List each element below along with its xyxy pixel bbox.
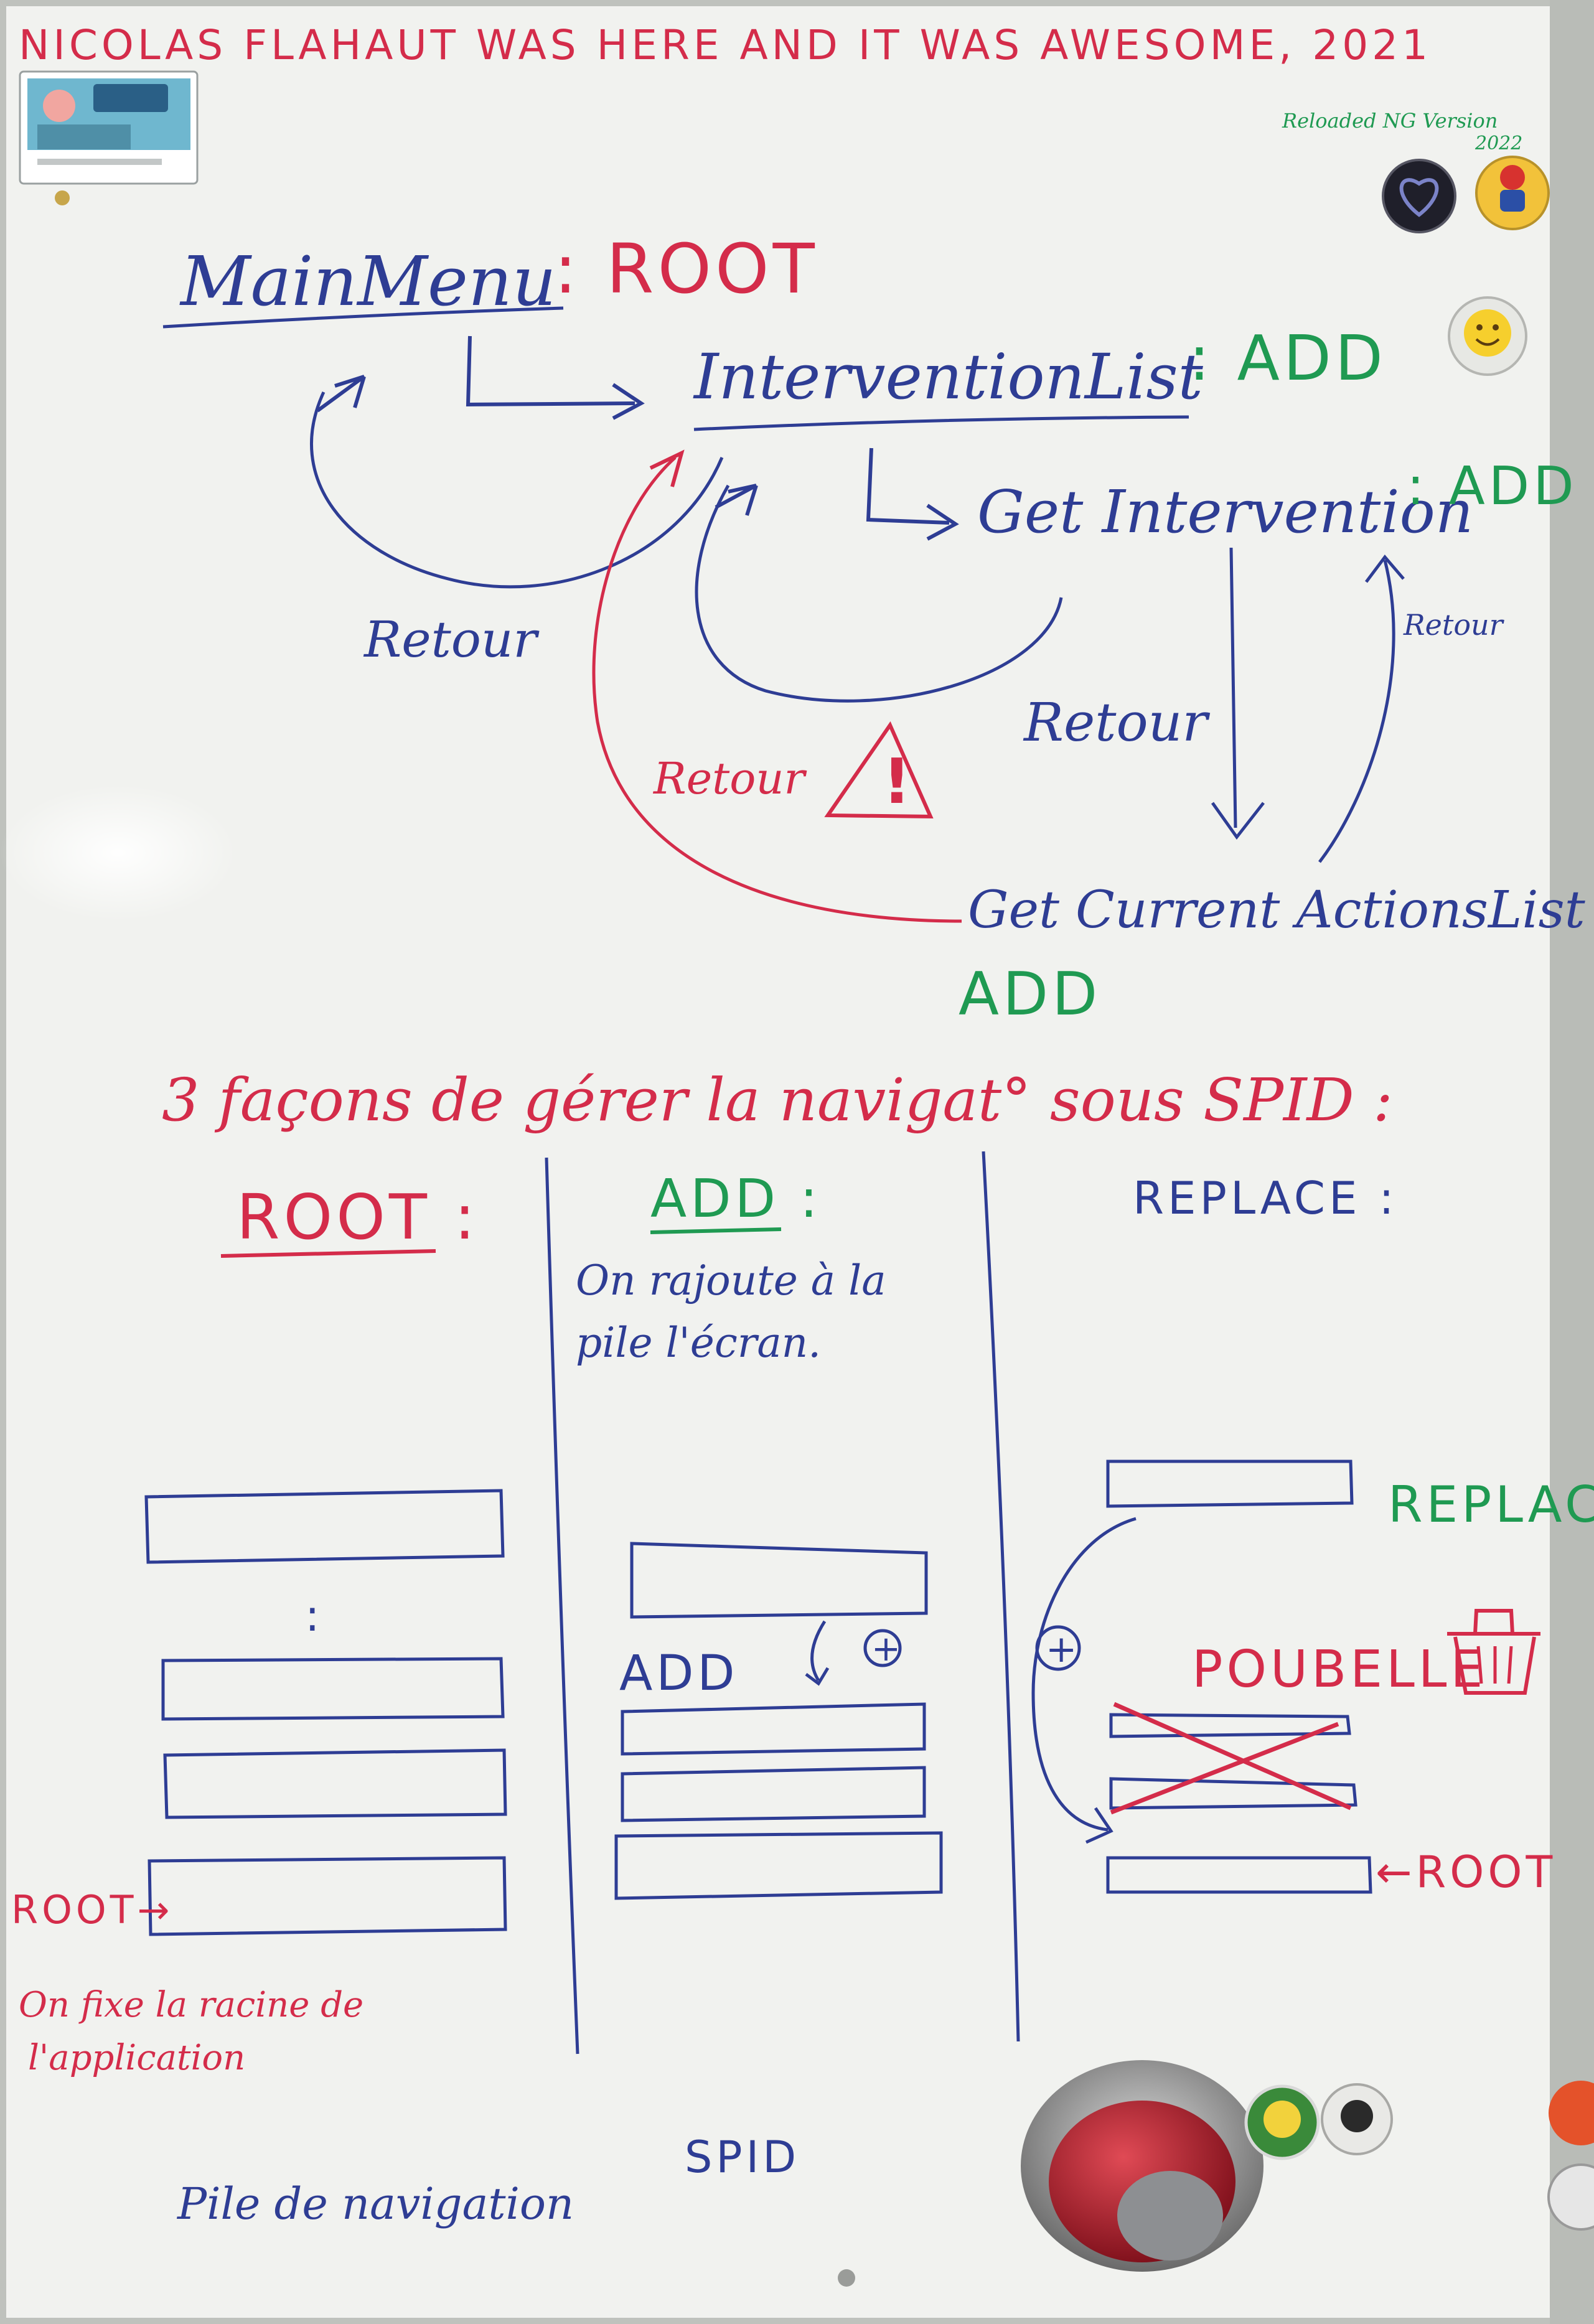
getcurrent-label: Get Current ActionsList : xyxy=(968,881,1594,940)
board-edge xyxy=(1550,0,1594,2324)
header-subnote-line2: 2022 xyxy=(1474,133,1522,154)
col-add-desc-line1: On rajoute à la xyxy=(576,1257,886,1305)
black-heart-badge-icon xyxy=(1382,159,1456,233)
add-plus-glyph: + xyxy=(871,1629,901,1669)
retour-label-4: Retour xyxy=(652,753,807,804)
ticket-sticker-icon xyxy=(19,70,199,205)
root-stack-ellipsis: : xyxy=(305,1590,320,1641)
retour-loop-3 xyxy=(1318,560,1395,863)
col-root-underline xyxy=(220,1249,436,1258)
replace-stack-box-old-1 xyxy=(1109,1713,1351,1738)
add-label: ADD xyxy=(619,1646,738,1702)
retour-label-3: Retour xyxy=(1403,608,1505,642)
retour-loop-3-head xyxy=(1365,555,1405,583)
warning-triangle-icon: ! xyxy=(824,721,934,819)
getintervention-label: Get Intervention xyxy=(977,478,1473,546)
pile-navigation-label: Pile de navigation xyxy=(176,2178,574,2229)
root-pointer-label: ROOT→ xyxy=(11,1887,174,1933)
interventionlist-label: InterventionList xyxy=(693,340,1204,413)
column-divider-left xyxy=(545,1157,579,2055)
smiley-magnet-icon xyxy=(1448,296,1527,376)
col-root-desc-line2: l'application xyxy=(28,2038,245,2078)
replace-cross-out xyxy=(1110,1702,1352,1815)
header-text: NICOLAS FLAHAUT WAS HERE AND IT WAS AWES… xyxy=(19,21,1432,69)
replace-move-arrow-head xyxy=(1085,1807,1113,1844)
replace-stack-box-old-2 xyxy=(1109,1777,1357,1810)
col-root-title: ROOT : xyxy=(237,1181,479,1253)
mainmenu-underline xyxy=(162,306,564,329)
interventionlist-tag: : ADD xyxy=(1189,322,1387,395)
root-stack-box-2 xyxy=(161,1657,505,1721)
edge-badges-icon xyxy=(1547,2081,1594,2231)
add-stack-box-3 xyxy=(621,1766,926,1822)
retour-loop-1-head xyxy=(316,375,366,413)
retour-loop-4 xyxy=(592,456,962,923)
add-push-arrow xyxy=(805,1620,830,1686)
retour-label-1: Retour xyxy=(363,611,540,668)
col-add-title: ADD : xyxy=(650,1168,822,1230)
arrow-to-getintervention xyxy=(866,447,950,525)
retour-loop-1 xyxy=(310,391,724,589)
replace-stack-box-new xyxy=(1106,1460,1354,1508)
light-glare xyxy=(0,784,237,921)
getcurrent-tag: ADD xyxy=(959,960,1101,1029)
arrow-head xyxy=(1211,802,1265,840)
mainmenu-tag: : ROOT xyxy=(554,229,818,309)
add-stack-box-4 xyxy=(614,1831,943,1900)
replace-stack-box-root xyxy=(1106,1856,1372,1894)
replace-root-pointer: ←ROOT xyxy=(1376,1847,1556,1898)
board-screw xyxy=(838,2269,855,2287)
arrow-head xyxy=(926,504,959,541)
retour-loop-2-head xyxy=(715,484,758,516)
arrow-to-getcurrent xyxy=(1229,547,1237,828)
face-badge-icon xyxy=(1321,2083,1393,2155)
section-title: 3 façons de gérer la navigat° sous SPID … xyxy=(162,1066,1393,1135)
replace-plus-icon: + xyxy=(1035,1625,1081,1671)
retour-label-2: Retour xyxy=(1023,692,1210,754)
root-stack-box-3 xyxy=(163,1748,507,1819)
interventionlist-underline xyxy=(693,415,1189,431)
mainmenu-label: MainMenu xyxy=(179,241,556,321)
header-subnote-line1: Reloaded NG Version xyxy=(1282,109,1498,133)
col-add-desc-line2: pile l'écran. xyxy=(576,1319,821,1367)
add-stack-box-2 xyxy=(621,1702,926,1756)
homer-badge-icon xyxy=(1244,2084,1320,2160)
mario-badge-icon xyxy=(1475,156,1550,230)
spid-label: SPID xyxy=(685,2132,800,2183)
replace-move-arrow xyxy=(1031,1517,1137,1832)
getintervention-tag: : ADD xyxy=(1407,456,1578,517)
col-replace-title: REPLACE : xyxy=(1133,1172,1398,1224)
root-stack-box-4 xyxy=(148,1856,507,1936)
retour-loop-2 xyxy=(695,484,1063,703)
poubelle-label: POUBELLE xyxy=(1192,1640,1486,1699)
trash-bin-icon xyxy=(1447,1609,1540,1695)
column-divider-right xyxy=(982,1151,1020,2042)
arrow-head xyxy=(612,383,645,420)
root-stack-box-1 xyxy=(144,1489,505,1564)
add-stack-box-1 xyxy=(630,1542,928,1619)
col-add-underline xyxy=(650,1227,782,1234)
arrow-to-interventionlist xyxy=(466,335,635,407)
red-button-icon xyxy=(1021,2060,1263,2272)
col-root-desc-line1: On fixe la racine de xyxy=(19,1985,363,2025)
warning-glyph: ! xyxy=(883,745,911,818)
replace-plus-glyph: + xyxy=(1046,1628,1077,1671)
replace-label: REPLAC xyxy=(1388,1476,1594,1534)
retour-loop-4-head xyxy=(649,449,685,487)
add-plus-icon: + xyxy=(863,1629,902,1669)
